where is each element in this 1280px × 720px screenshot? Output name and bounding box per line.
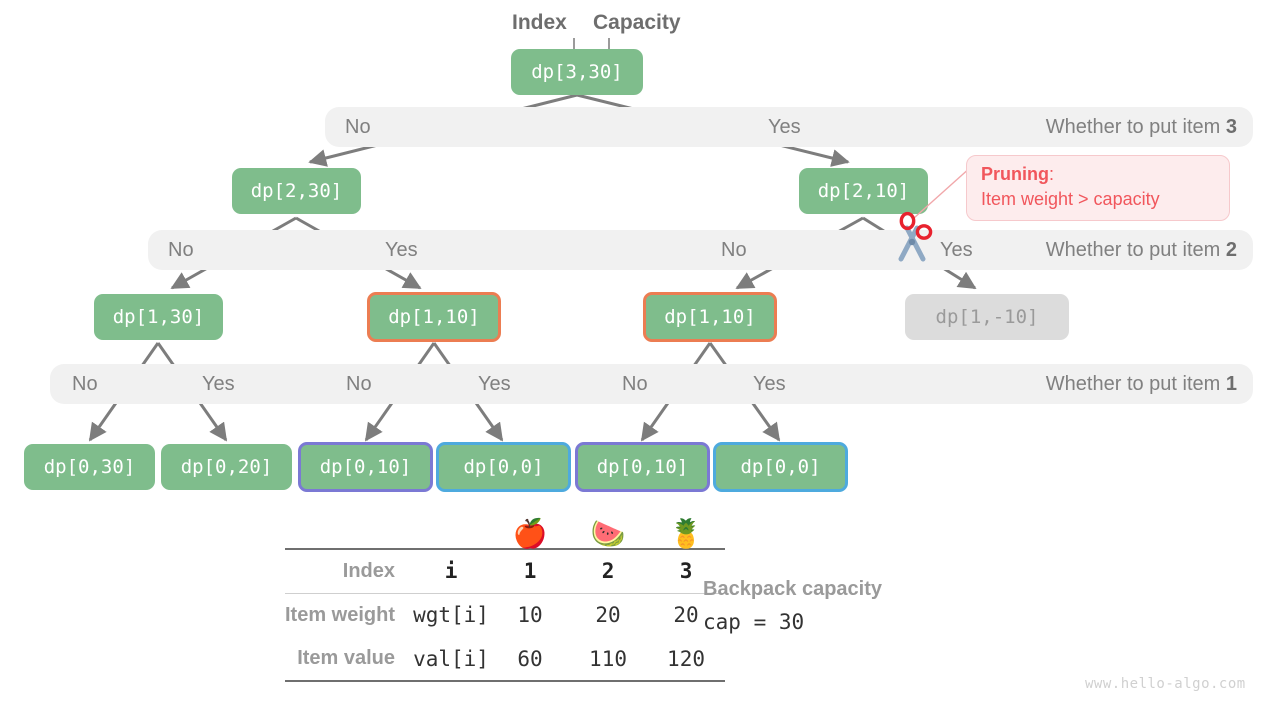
pruning-colon: :	[1049, 164, 1055, 184]
bar3-label-no-3: No	[622, 373, 648, 395]
tree-node-dp-2-30[interactable]: dp[2,30]	[232, 168, 361, 214]
bar2-whether-text: Whether to put item	[1045, 239, 1226, 261]
capacity-title: Backpack capacity	[703, 578, 883, 600]
capacity-annotation-label: Capacity	[593, 11, 681, 34]
decision-bar-item-2: No Yes No Yes Whether to put item 2	[148, 230, 1253, 270]
bar3-label-yes-2: Yes	[478, 373, 511, 395]
tree-node-dp-0-30[interactable]: dp[0,30]	[24, 444, 155, 490]
bar1-whether-label: Whether to put item 3	[1046, 107, 1237, 147]
bar1-label-no: No	[345, 116, 371, 138]
bar3-whether-label: Whether to put item 1	[1046, 364, 1237, 404]
tree-node-dp-0-0-left[interactable]: dp[0,0]	[436, 442, 571, 492]
capacity-annotation-tick	[608, 38, 610, 56]
decision-bar-item-3: No Yes Whether to put item 3	[325, 107, 1253, 147]
scissors-icon	[898, 211, 933, 262]
row-key-value: val[i]	[413, 646, 489, 671]
value-value-2: 110	[589, 646, 627, 671]
tree-node-dp-3-30[interactable]: dp[3,30]	[511, 49, 643, 95]
table-row-value: Item value val[i] 60 110 120	[285, 637, 725, 681]
bar2-label-yes-2: Yes	[940, 239, 973, 261]
table-row-weight: Item weight wgt[i] 10 20 20	[285, 592, 726, 637]
index-value-2: 2	[569, 548, 648, 593]
items-table: 🍎 🍉 🍍 Index i 1 2 3 Item weight wgt[i] 1…	[285, 520, 726, 688]
tree-node-dp-0-20[interactable]: dp[0,20]	[161, 444, 292, 490]
row-label-index: Index	[285, 548, 412, 593]
pruning-callout: Pruning: Item weight > capacity	[966, 155, 1230, 221]
bar3-label-no-1: No	[72, 373, 98, 395]
tree-node-dp-1-neg10[interactable]: dp[1,-10]	[905, 294, 1069, 340]
row-key-index: i	[411, 548, 492, 593]
weight-value-1: 10	[491, 592, 570, 637]
item-icon-apple: 🍎	[512, 518, 548, 549]
bar1-whether-num: 3	[1225, 116, 1237, 138]
index-annotation-tick	[573, 38, 575, 56]
value-value-1: 60	[517, 646, 543, 671]
tree-node-dp-0-10-right[interactable]: dp[0,10]	[575, 442, 710, 492]
bar2-label-yes-1: Yes	[385, 239, 418, 261]
bar1-label-yes: Yes	[768, 116, 801, 138]
bar2-whether-label: Whether to put item 2	[1046, 230, 1237, 270]
decision-bar-item-1: No Yes No Yes No Yes Whether to put item…	[50, 364, 1253, 404]
item-icon-pineapple: 🍍	[668, 518, 704, 549]
bar3-whether-num: 1	[1225, 373, 1237, 395]
bar2-label-no-2: No	[721, 239, 747, 261]
watermark: www.hello-algo.com	[1085, 676, 1246, 692]
row-key-weight: wgt[i]	[411, 592, 492, 637]
table-row-index: Index i 1 2 3	[285, 548, 726, 593]
pruning-title-row: Pruning:	[981, 164, 1215, 185]
tree-node-dp-2-10[interactable]: dp[2,10]	[799, 168, 928, 214]
bar1-whether-text: Whether to put item	[1045, 116, 1226, 138]
bar3-label-no-2: No	[346, 373, 372, 395]
bar2-label-no-1: No	[168, 239, 194, 261]
backpack-capacity-block: Backpack capacity cap = 30	[703, 578, 882, 634]
tree-node-dp-0-10-left[interactable]: dp[0,10]	[298, 442, 433, 492]
tree-node-dp-1-10-right[interactable]: dp[1,10]	[643, 292, 777, 342]
tree-node-dp-0-0-right[interactable]: dp[0,0]	[713, 442, 848, 492]
tree-node-dp-1-10-left[interactable]: dp[1,10]	[367, 292, 501, 342]
item-icon-watermelon: 🍉	[590, 518, 626, 549]
index-value-1: 1	[491, 548, 570, 593]
bar3-label-yes-1: Yes	[202, 373, 235, 395]
pruning-reason: Item weight > capacity	[981, 189, 1160, 209]
tree-node-dp-1-30[interactable]: dp[1,30]	[94, 294, 223, 340]
capacity-value: cap = 30	[703, 610, 805, 634]
table-emoji-row: 🍎 🍉 🍍	[285, 520, 725, 549]
bar3-label-yes-3: Yes	[753, 373, 786, 395]
bar2-whether-num: 2	[1225, 239, 1237, 261]
bar3-whether-text: Whether to put item	[1045, 373, 1226, 395]
weight-value-3: 20	[647, 592, 726, 637]
row-label-value: Item value	[297, 647, 396, 669]
weight-value-2: 20	[569, 592, 648, 637]
pruning-title: Pruning	[981, 164, 1049, 184]
index-value-3: 3	[647, 548, 726, 593]
table-bottom-rule	[285, 680, 726, 688]
value-value-3: 120	[667, 646, 705, 671]
row-label-weight: Item weight	[285, 592, 412, 637]
index-annotation-label: Index	[512, 11, 567, 34]
